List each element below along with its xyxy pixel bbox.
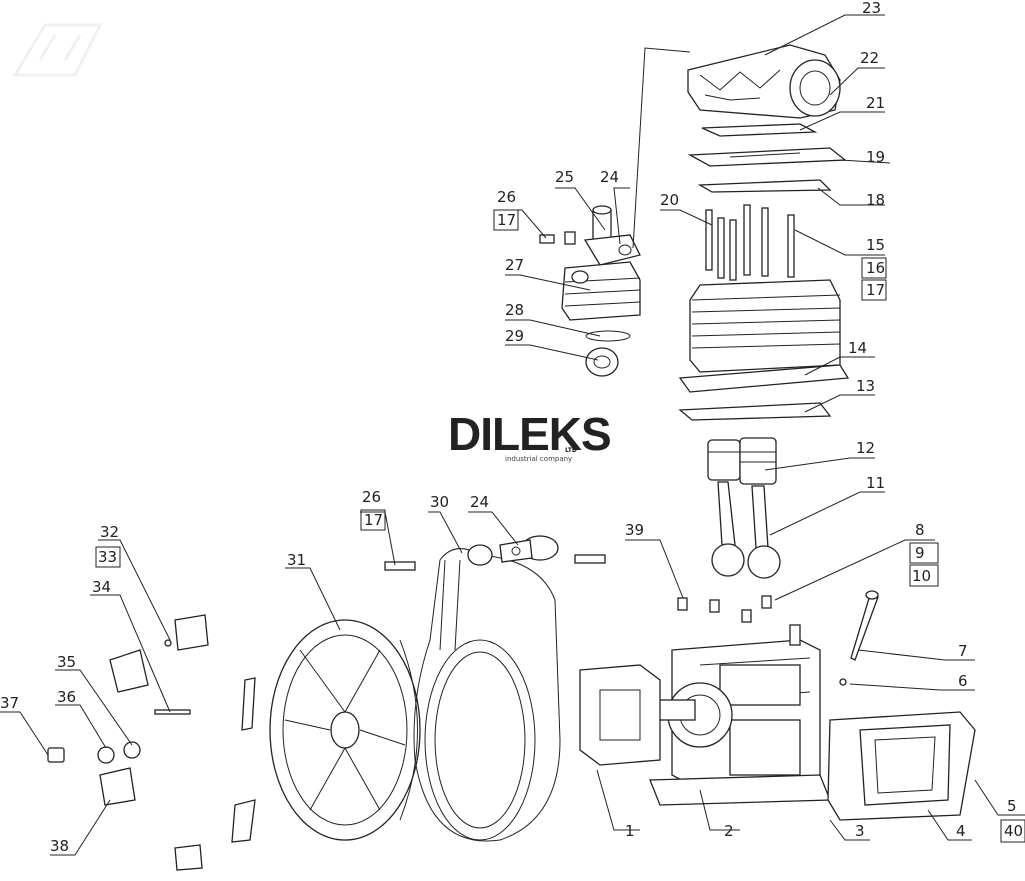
bolts-39 [677,595,772,623]
callout-28: 28 [505,301,524,319]
callout-14: 14 [848,339,867,357]
callout-9-box [909,542,939,564]
callout-4: 4 [956,822,966,840]
callout-10-box [909,564,939,587]
callout-2: 2 [724,822,734,840]
callout-24b: 24 [470,493,489,511]
callout-24a: 24 [600,168,619,186]
callout-37: 37 [0,694,19,712]
callout-3: 3 [855,822,865,840]
callout-33-box [95,546,121,568]
callout-35: 35 [57,653,76,671]
callout-8: 8 [915,521,925,539]
callout-23: 23 [862,0,881,17]
callout-40: 40 [1004,822,1023,840]
callout-18: 18 [866,191,885,209]
callout-12: 12 [856,439,875,457]
callout-20: 20 [660,191,679,209]
callout-26a: 26 [497,188,516,206]
callout-27: 27 [505,256,524,274]
connecting-rods [711,481,781,579]
callout-17b: 17 [497,211,516,229]
fittings-26 [384,554,606,571]
cylinder-head [687,44,841,119]
base-gasket [678,402,832,421]
callout-33: 33 [98,548,117,566]
brand-logo: DILEKS LTD industrial company [448,408,612,463]
callout-16-box [861,257,887,279]
belt-guard [413,535,561,842]
callout-17a-box [861,279,887,301]
rear-cover [827,711,976,821]
callout-17a: 17 [866,281,885,299]
side-cover-left [579,664,661,766]
flywheel [269,619,421,841]
callout-40-box [1000,819,1025,843]
callout-30: 30 [430,493,449,511]
head-gaskets [687,123,847,193]
callout-5: 5 [1007,797,1017,815]
callout-19: 19 [866,148,885,166]
callout-29: 29 [505,327,524,345]
pistons [707,437,777,485]
left-small-parts [47,614,256,871]
brand-tagline: industrial company [505,455,572,463]
callout-7: 7 [958,642,968,660]
callout-31: 31 [287,551,306,569]
callout-15: 15 [866,236,885,254]
callout-1: 1 [625,822,635,840]
callout-26b: 26 [362,488,381,506]
brand-suffix: LTD [565,447,577,454]
callout-25: 25 [555,168,574,186]
callout-34: 34 [92,578,111,596]
callout-21: 21 [866,94,885,112]
callout-17c: 17 [364,511,383,529]
callout-39: 39 [625,521,644,539]
callout-16: 16 [866,259,885,277]
low-pressure-cylinder [561,261,641,377]
callout-11: 11 [866,474,885,492]
callout-10: 10 [912,567,931,585]
cylinder-block [678,279,850,393]
callout-17b-box [493,209,519,231]
corner-logo [12,23,103,77]
callout-38: 38 [50,837,69,855]
callout-22: 22 [860,49,879,67]
leader-lines [0,14,1025,856]
callout-labels: 1 2 3 4 5 40 6 7 8 9 10 11 12 13 14 15 1… [0,0,1025,855]
callout-36: 36 [57,688,76,706]
dipstick [839,590,879,686]
head-bolts [705,204,795,281]
callout-32: 32 [100,523,119,541]
brand-name: DILEKS [448,408,611,460]
callout-9: 9 [915,544,925,562]
crankcase [634,624,831,806]
intake-manifold [539,205,641,266]
callout-13: 13 [856,377,875,395]
callout-17c-box [360,509,386,531]
callout-6: 6 [958,672,968,690]
